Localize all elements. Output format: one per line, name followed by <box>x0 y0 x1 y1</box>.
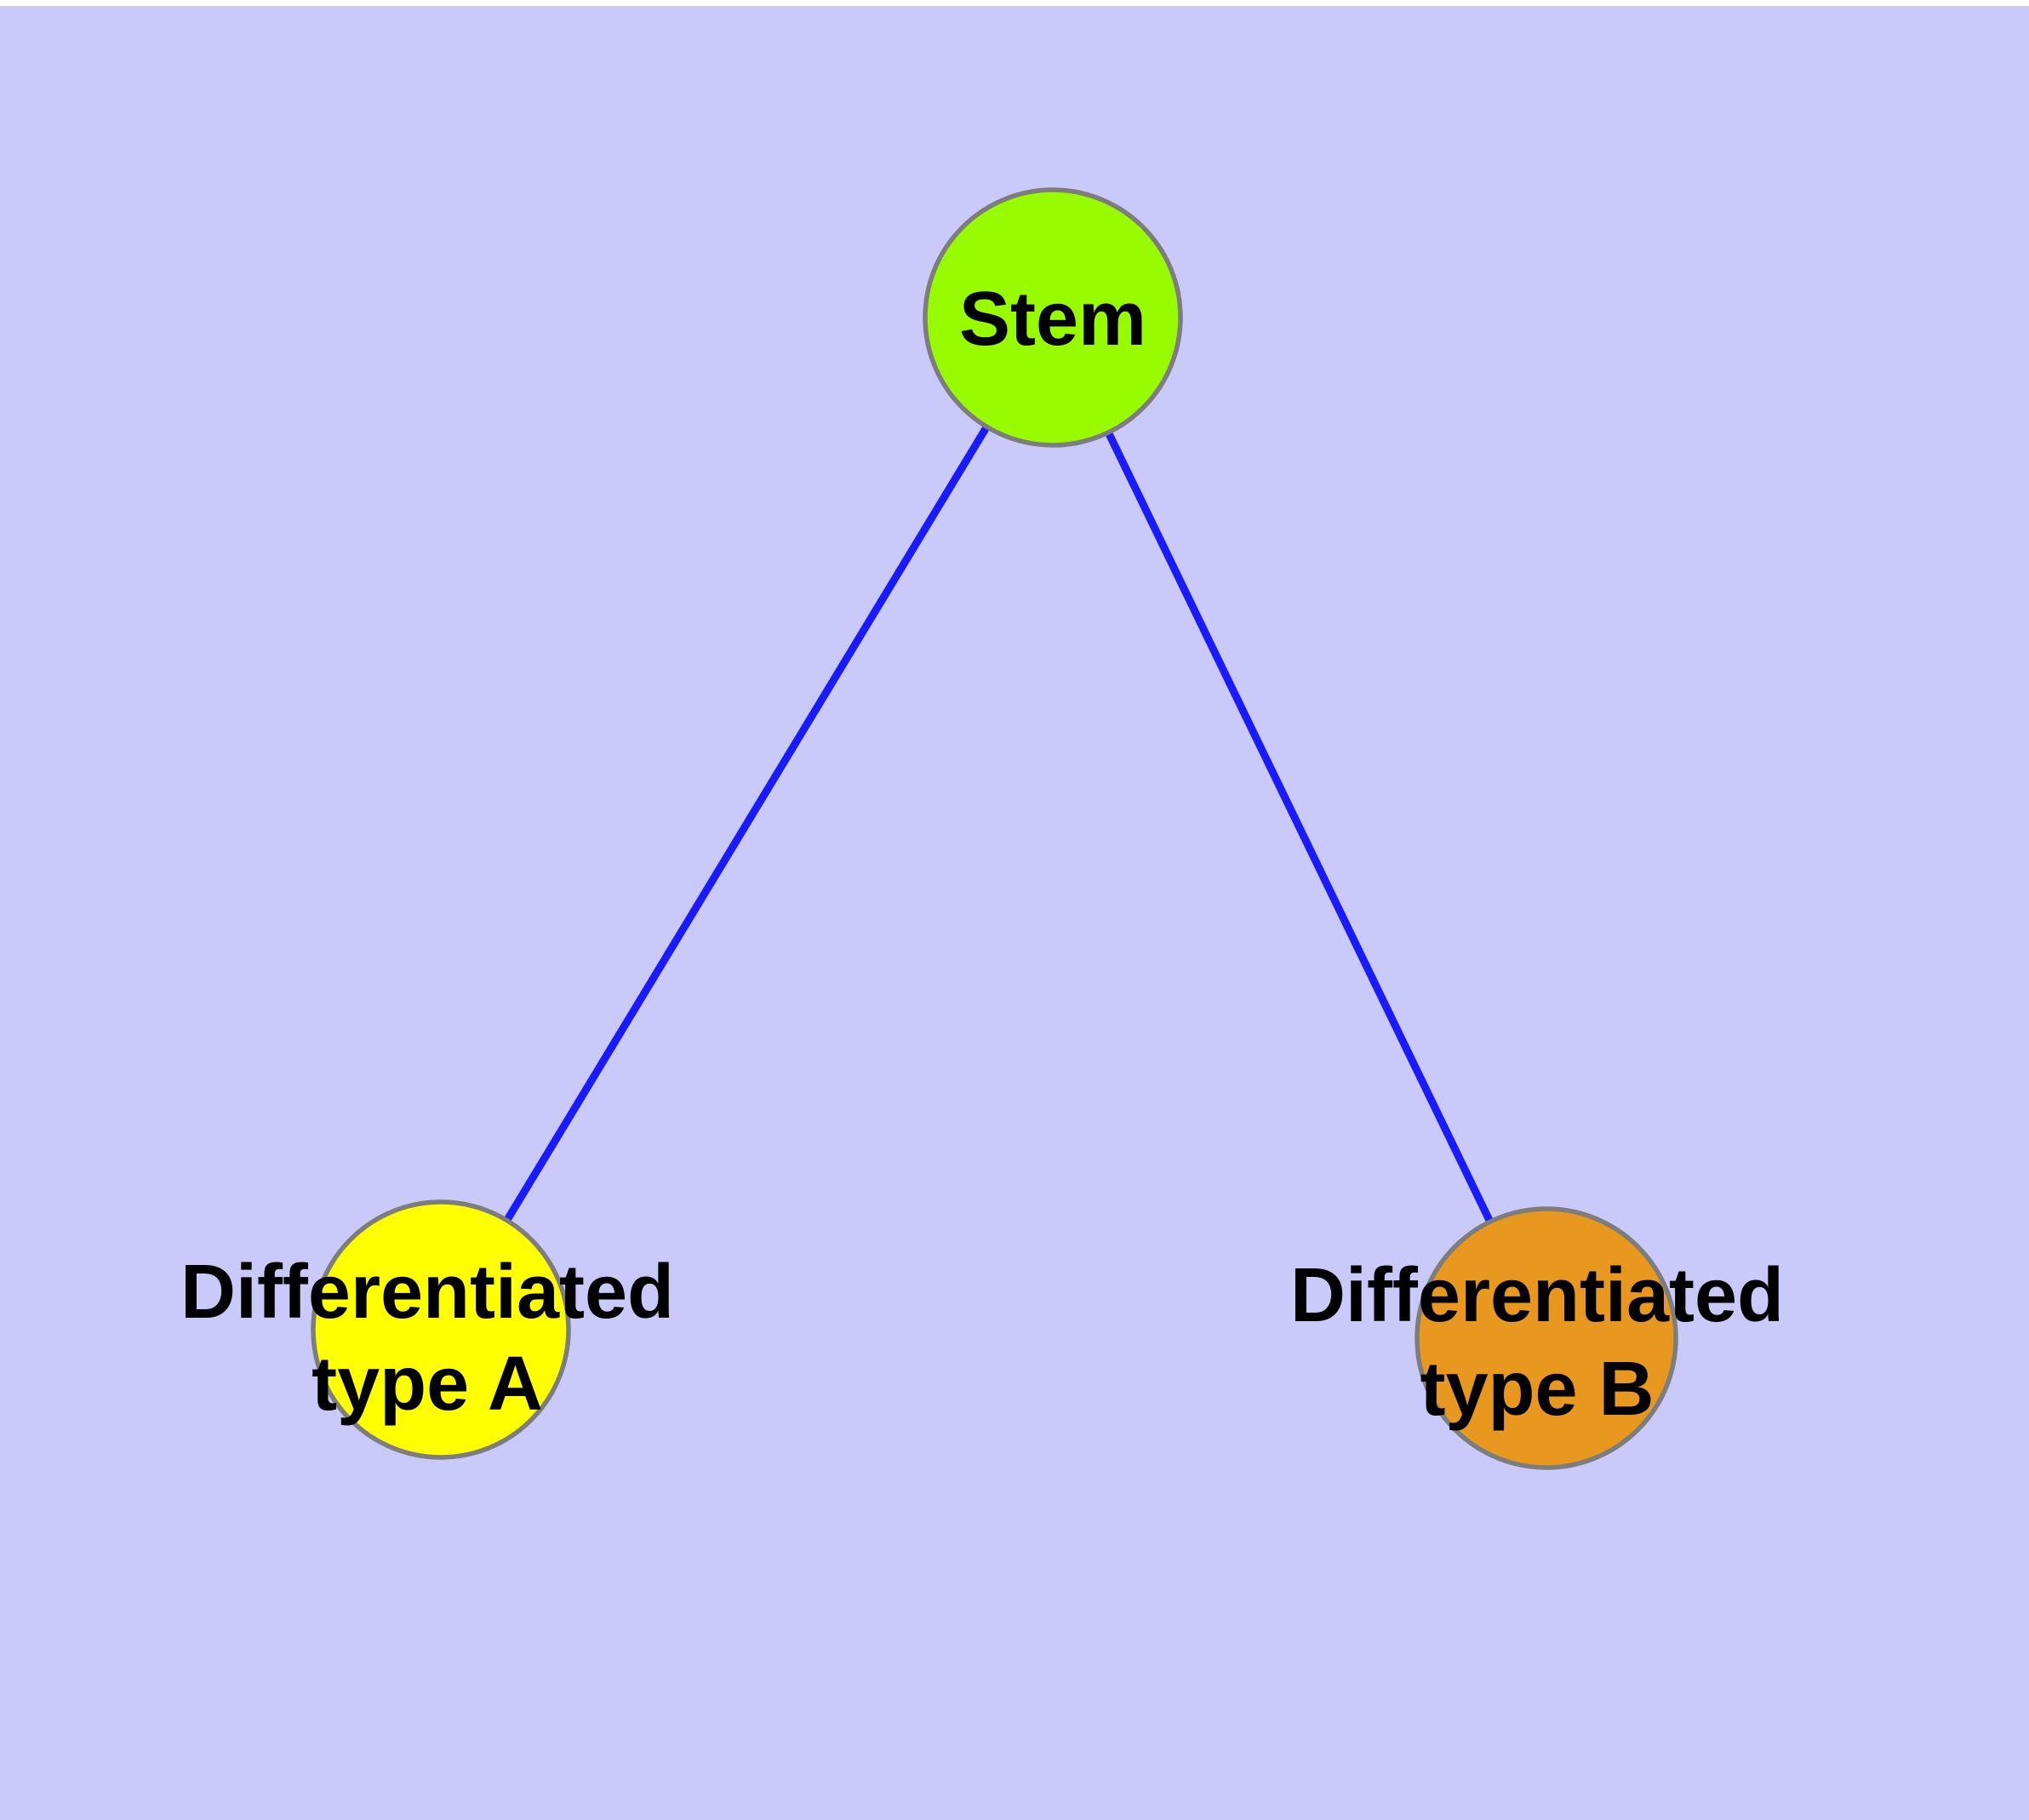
top-margin-strip <box>0 0 2029 6</box>
differentiated-type-b-label-line1: Differentiated <box>1290 1253 1784 1338</box>
differentiated-type-a-label-line1: Differentiated <box>180 1250 674 1335</box>
stem-node-label: Stem <box>959 277 1146 362</box>
differentiated-type-a-node <box>311 1199 571 1460</box>
edge-stem-to-type-b <box>1049 316 1551 1340</box>
differentiated-type-b-node <box>1415 1206 1678 1470</box>
edge-stem-to-type-a <box>437 315 1056 1332</box>
stem-node <box>923 187 1183 448</box>
differentiated-type-a-label-line2: type A <box>311 1342 543 1427</box>
differentiated-type-b-label-line2: type B <box>1420 1347 1654 1432</box>
